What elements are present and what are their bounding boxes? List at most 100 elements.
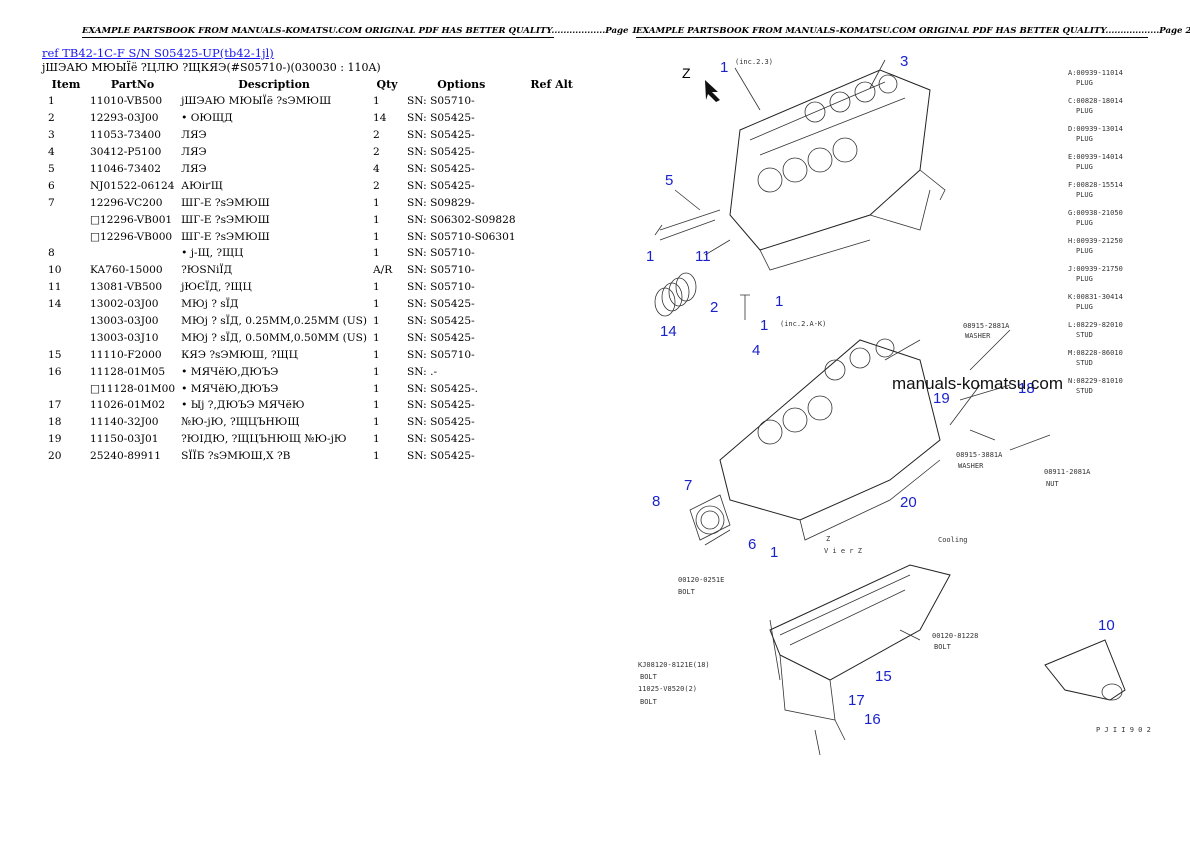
callout: 11 bbox=[695, 248, 711, 265]
svg-text:00120-81228: 00120-81228 bbox=[932, 632, 978, 640]
item-cell: 1 bbox=[48, 95, 55, 108]
description-cell: јЮЄЇД, ?ЩЦ bbox=[181, 281, 252, 294]
options-cell: SN: S05425- bbox=[407, 298, 475, 311]
callout: 6 bbox=[748, 536, 756, 553]
legend-code: N:08229-81010 bbox=[1068, 377, 1123, 385]
callout-numbers: 1 3 5 11 1 2 1 14 1 4 19 18 7 8 6 1 20 1… bbox=[646, 53, 1115, 728]
svg-text:BOLT: BOLT bbox=[640, 698, 658, 706]
callout: 8 bbox=[652, 493, 660, 510]
description-cell: • ј-Щ, ?ЩЦ bbox=[181, 247, 244, 260]
qty-cell: 14 bbox=[373, 112, 387, 125]
item-cell: 10 bbox=[48, 264, 62, 277]
options-cell: SN: S05425- bbox=[407, 163, 475, 175]
ref-alt-cell bbox=[519, 313, 585, 330]
qty-cell: 1 bbox=[373, 416, 380, 429]
options-cell: SN: S05425- bbox=[407, 315, 475, 328]
item-cell bbox=[40, 313, 87, 330]
partno-cell: 13002-03J00 bbox=[90, 298, 159, 311]
partno-cell: 11128-01M05 bbox=[90, 365, 166, 378]
legend-code: F:00828-15514 bbox=[1068, 181, 1123, 189]
legend-name: PLUG bbox=[1076, 219, 1093, 227]
ref-alt-cell bbox=[519, 380, 585, 397]
options-cell: SN: S05710- bbox=[407, 95, 475, 108]
qty-cell: 2 bbox=[373, 146, 380, 159]
options-cell: SN: S05425- bbox=[407, 112, 475, 125]
qty-cell: 1 bbox=[373, 95, 380, 108]
options-cell: SN: S05425- bbox=[407, 179, 475, 192]
item-cell: 7 bbox=[48, 196, 55, 209]
options-cell: SN: S06302-S09828 bbox=[407, 213, 516, 226]
description-cell: КЯЭ ?sЭМЮШ, ?ЩЦ bbox=[181, 348, 298, 361]
description-cell: ЛЯЭ bbox=[181, 163, 207, 175]
callout: 2 bbox=[710, 299, 718, 316]
legend-code: H:00939-21250 bbox=[1068, 237, 1123, 245]
options-cell: SN: S05425- bbox=[407, 450, 475, 463]
ref-link[interactable]: ref TB42-1C-F S/N S05425-UP(tb42-1jl) bbox=[42, 46, 274, 60]
callout: 7 bbox=[684, 477, 692, 494]
qty-cell: 1 bbox=[373, 298, 380, 311]
svg-text:08911-2081A: 08911-2081A bbox=[1044, 468, 1091, 476]
ref-alt-cell bbox=[519, 93, 585, 110]
callout: 3 bbox=[900, 53, 908, 70]
description-cell: ?ЮSNіЇД bbox=[181, 264, 233, 277]
options-cell: SN: S05425- bbox=[407, 416, 475, 429]
item-cell: 11 bbox=[48, 281, 62, 294]
svg-text:(inc.2.A-K): (inc.2.A-K) bbox=[780, 320, 826, 328]
legend-name: STUD bbox=[1076, 387, 1093, 395]
qty-cell: 1 bbox=[373, 450, 380, 463]
legend-code: M:08228-86010 bbox=[1068, 349, 1123, 357]
legend-code: G:00938-21050 bbox=[1068, 209, 1123, 217]
partno-cell: 12296-VC200 bbox=[90, 196, 163, 209]
description-cell: јШЭАЮ МЮЫЇё ?sЭМЮШ bbox=[181, 95, 332, 108]
legend-code: J:00939-21750 bbox=[1068, 265, 1123, 273]
partno-cell: 30412-P5100 bbox=[90, 146, 162, 159]
page-header-left: EXAMPLE PARTSBOOK FROM MANUALS-KOMATSU.C… bbox=[82, 26, 638, 38]
ref-alt-cell bbox=[519, 228, 585, 245]
description-cell: ШГ-Е ?sЭМЮШ bbox=[181, 196, 270, 209]
callout: 16 bbox=[864, 711, 881, 728]
description-cell: ЛЯЭ bbox=[181, 129, 207, 142]
callout: 19 bbox=[933, 390, 950, 407]
svg-text:08915-2881A: 08915-2881A bbox=[963, 322, 1010, 330]
ref-alt-cell bbox=[519, 296, 585, 313]
options-cell: SN: S05425- bbox=[407, 399, 475, 412]
item-cell: 20 bbox=[48, 450, 62, 463]
callout: 20 bbox=[900, 494, 917, 511]
legend-code: E:00939-14014 bbox=[1068, 153, 1123, 161]
col-header-partno: PartNo bbox=[110, 78, 155, 91]
description-cell: • ОЮЩД bbox=[181, 112, 233, 125]
ref-alt-cell bbox=[519, 127, 585, 144]
item-cell: 4 bbox=[48, 146, 55, 159]
ref-alt-cell bbox=[519, 448, 585, 465]
legend-name: PLUG bbox=[1076, 107, 1093, 115]
item-cell bbox=[40, 211, 87, 228]
callout: 18 bbox=[1018, 380, 1035, 397]
options-cell: SN: S05710- bbox=[407, 264, 475, 277]
description-cell: №Ю-јЮ, ?ЩЦЪНЮЩ bbox=[181, 416, 300, 429]
callout: 5 bbox=[665, 172, 673, 189]
callout: 4 bbox=[752, 342, 760, 359]
partno-cell: 25240-89911 bbox=[90, 450, 161, 463]
bolts bbox=[654, 209, 921, 756]
item-cell bbox=[40, 228, 87, 245]
qty-cell: 1 bbox=[373, 348, 380, 361]
svg-text:WASHER: WASHER bbox=[958, 462, 984, 470]
item-cell: 5 bbox=[48, 163, 55, 175]
legend-code: A:00939-11014 bbox=[1068, 69, 1123, 77]
ref-alt-cell bbox=[519, 110, 585, 127]
qty-cell: A/R bbox=[373, 264, 393, 277]
qty-cell: 1 bbox=[373, 230, 380, 243]
legend-name: PLUG bbox=[1076, 275, 1093, 283]
col-header-item: Item bbox=[51, 78, 81, 91]
description-cell: МЮј ? sЇД bbox=[181, 298, 239, 311]
sealant-tube bbox=[1044, 639, 1126, 701]
qty-cell: 2 bbox=[373, 129, 380, 142]
